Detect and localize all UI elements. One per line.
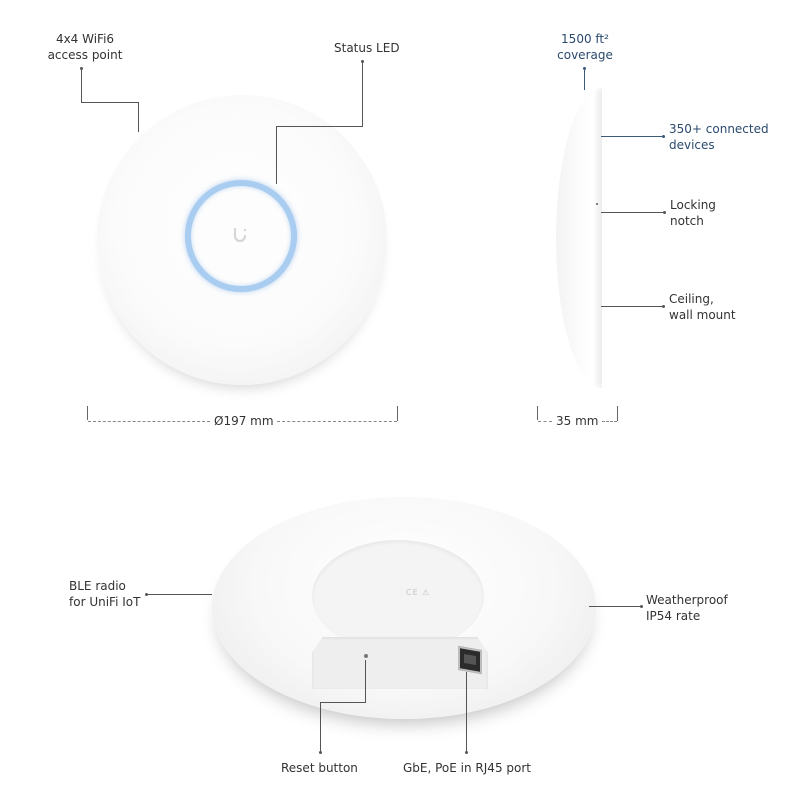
callout-devices-line2: devices [669, 138, 715, 152]
thickness-tick-left [537, 406, 538, 420]
thickness-dimension: 35 mm [556, 414, 599, 428]
callout-notch-line2: notch [670, 214, 704, 228]
mounting-recess [312, 540, 484, 652]
callout-mount-line1: Ceiling, [669, 292, 714, 306]
callout-coverage-label: 1500 ft² coverage [550, 31, 620, 63]
callout-reset-line [320, 702, 321, 752]
callout-port-label: GbE, PoE in RJ45 port [403, 760, 531, 776]
callout-notch-line [601, 212, 664, 213]
callout-reset-dot [319, 751, 322, 754]
callout-devices-label: 350+ connected devices [669, 121, 769, 153]
callout-mount-label: Ceiling, wall mount [669, 291, 736, 323]
thickness-tick-right [617, 406, 618, 421]
callout-reset-line1: Reset button [281, 761, 358, 775]
callout-notch-line1: Locking [670, 198, 716, 212]
callout-devices-line1: 350+ connected [669, 122, 769, 136]
locking-notch-mark [596, 203, 598, 205]
callout-wifi-line [138, 102, 139, 132]
callout-coverage-line1: 1500 ft² [561, 32, 609, 46]
rj45-port-opening [464, 653, 476, 666]
callout-notch-dot [663, 211, 666, 214]
callout-reset-label: Reset button [281, 760, 358, 776]
callout-led-label: Status LED [334, 40, 400, 56]
callout-wifi-line2: access point [47, 48, 123, 62]
callout-weather-line2: IP54 rate [646, 609, 701, 623]
callout-reset-line [365, 660, 366, 702]
thickness-line-left [538, 421, 552, 422]
status-led-ring [185, 180, 297, 292]
dimension-tick-left [87, 406, 88, 420]
reset-button[interactable] [364, 654, 368, 658]
callout-ble-label: BLE radio for UniFi IoT [69, 578, 140, 610]
callout-devices-dot [662, 135, 665, 138]
callout-port-line1: GbE, PoE in RJ45 port [403, 761, 531, 775]
callout-wifi-line [81, 102, 139, 103]
callout-coverage-line2: coverage [557, 48, 613, 62]
access-point-side-edge [596, 92, 602, 384]
callout-coverage-line [584, 68, 585, 90]
brand-logo-icon [233, 227, 247, 243]
callout-led-line1: Status LED [334, 41, 400, 55]
callout-ble-line1: BLE radio [69, 579, 126, 593]
callout-led-line [276, 126, 363, 127]
callout-mount-line [601, 306, 663, 307]
rj45-port [458, 645, 482, 675]
callout-ble-line [146, 594, 212, 595]
callout-port-line [466, 672, 467, 752]
thickness-line-right [602, 421, 617, 422]
callout-wifi-line [81, 68, 82, 102]
certification-marks: CE ⚠ [406, 588, 431, 597]
callout-weather-label: Weatherproof IP54 rate [646, 592, 728, 624]
callout-weather-line1: Weatherproof [646, 593, 728, 607]
callout-wifi-label: 4x4 WiFi6 access point [40, 31, 130, 63]
dimension-line-left [88, 421, 210, 422]
callout-reset-line [320, 702, 366, 703]
callout-weather-dot [640, 605, 643, 608]
callout-notch-label: Locking notch [670, 197, 716, 229]
callout-led-line [276, 126, 277, 184]
callout-mount-line2: wall mount [669, 308, 736, 322]
diameter-dimension: Ø197 mm [214, 414, 274, 428]
callout-led-line [362, 61, 363, 127]
callout-mount-dot [662, 305, 665, 308]
callout-ble-line2: for UniFi IoT [69, 595, 141, 609]
callout-devices-line [601, 136, 663, 137]
callout-port-dot [465, 751, 468, 754]
callout-wifi-line1: 4x4 WiFi6 [55, 32, 115, 46]
dimension-tick-right [397, 406, 398, 421]
callout-weather-line [589, 606, 641, 607]
dimension-line-right [277, 421, 397, 422]
